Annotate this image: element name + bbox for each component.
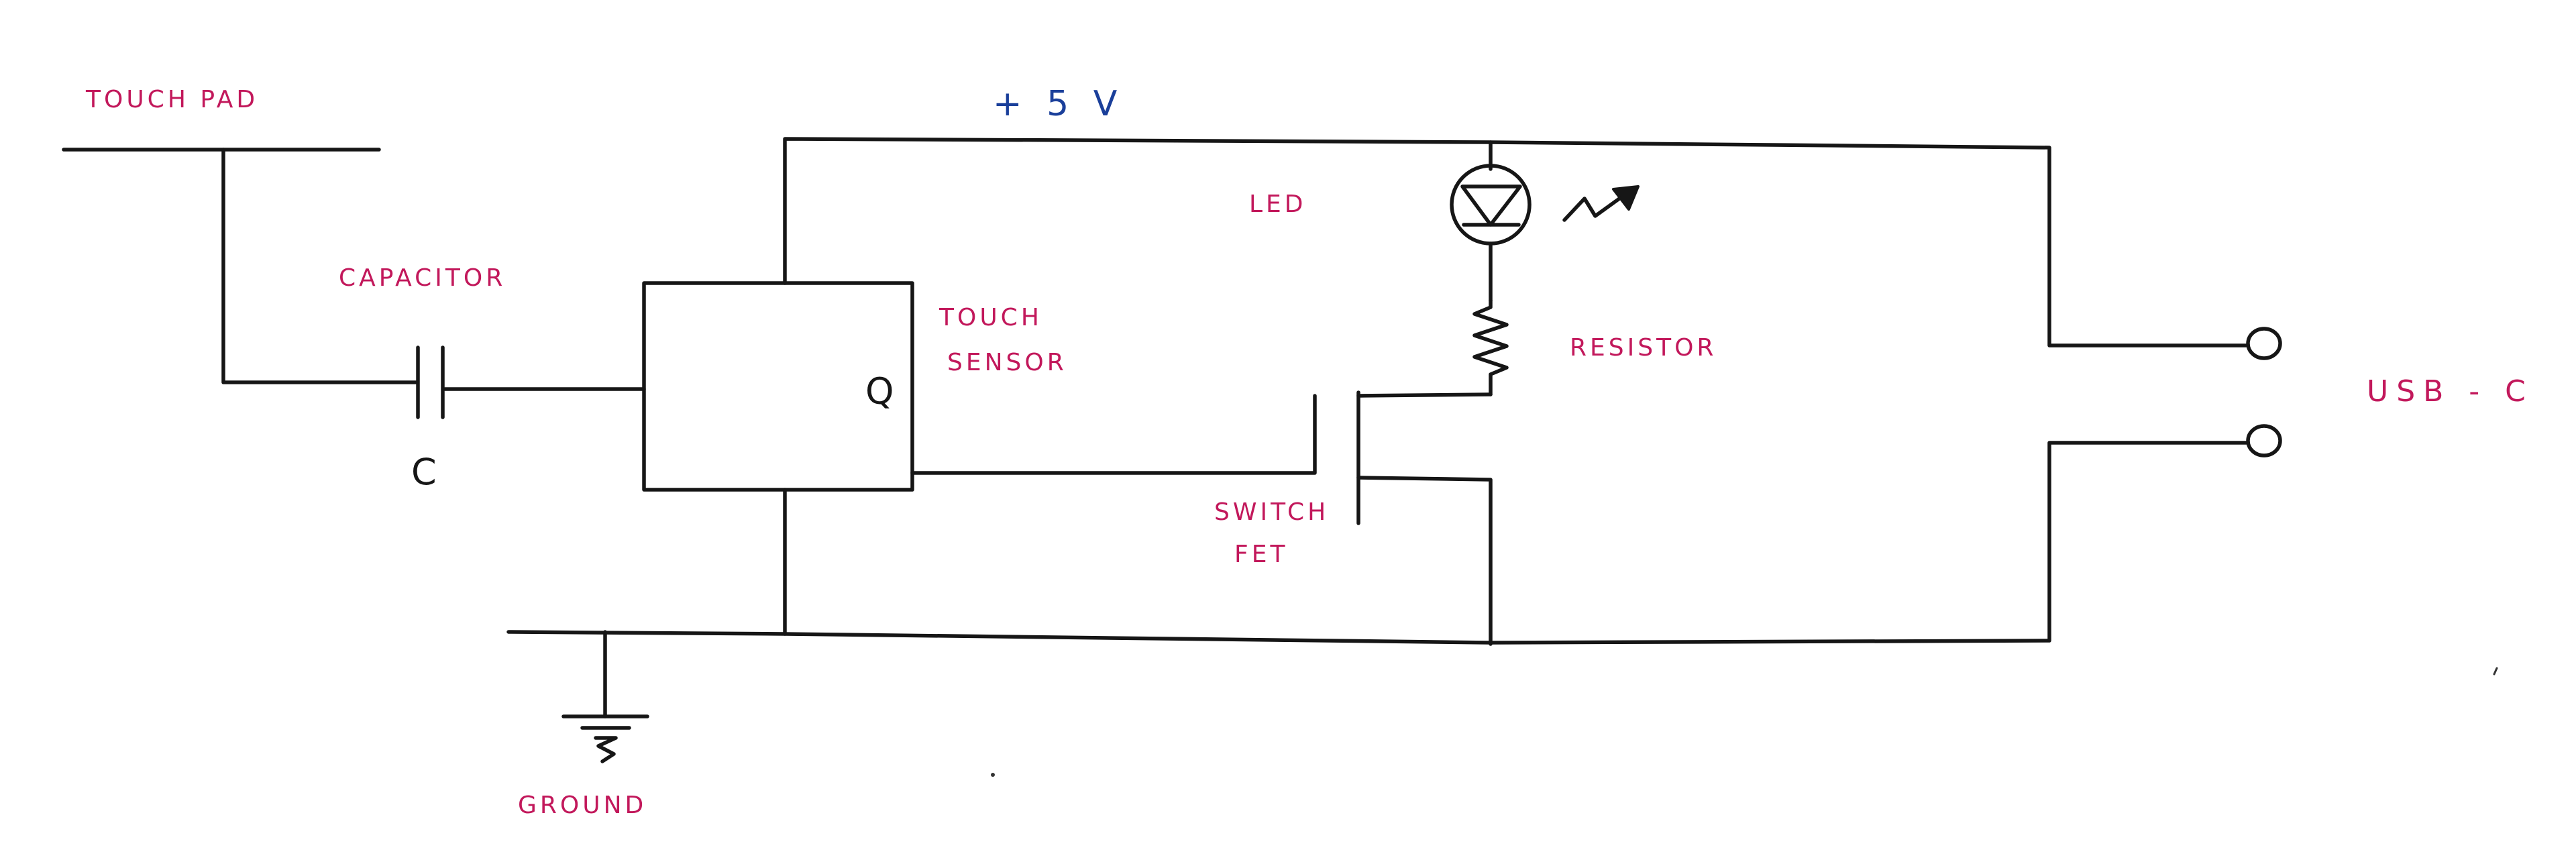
scan-specks xyxy=(991,667,2498,777)
label-capacitor-symbol: C xyxy=(411,451,440,493)
label-usb: USB - C xyxy=(2367,374,2534,409)
switch-fet xyxy=(910,390,1493,646)
label-touch-pad: TOUCH PAD xyxy=(85,86,258,113)
light-emission-arrow-icon xyxy=(1562,185,1640,222)
label-supply-voltage: + 5 V xyxy=(993,84,1124,124)
label-led: LED xyxy=(1249,191,1307,218)
label-resistor: RESISTOR xyxy=(1570,334,1717,362)
touch-pad xyxy=(62,148,418,384)
supply-rail-5v xyxy=(783,137,2249,347)
ground-rail xyxy=(506,441,2249,645)
ground-symbol-icon xyxy=(561,630,649,763)
label-capacitor: CAPACITOR xyxy=(339,264,506,292)
capacitor-plates-icon xyxy=(416,345,445,419)
label-sensor-line1: TOUCH xyxy=(938,304,1042,331)
resistor-zigzag-icon xyxy=(1472,299,1509,396)
label-fet-line2: FET xyxy=(1234,541,1288,568)
label-fet-line1: SWITCH xyxy=(1214,498,1329,526)
led-diode-icon xyxy=(1450,140,1532,303)
label-sensor-line2: SENSOR xyxy=(947,349,1067,376)
label-ground: GROUND xyxy=(518,792,647,819)
usb-terminal-icon xyxy=(2246,327,2282,458)
label-sensor-output: Q xyxy=(865,370,898,413)
touch-sensor-chip xyxy=(642,281,914,492)
